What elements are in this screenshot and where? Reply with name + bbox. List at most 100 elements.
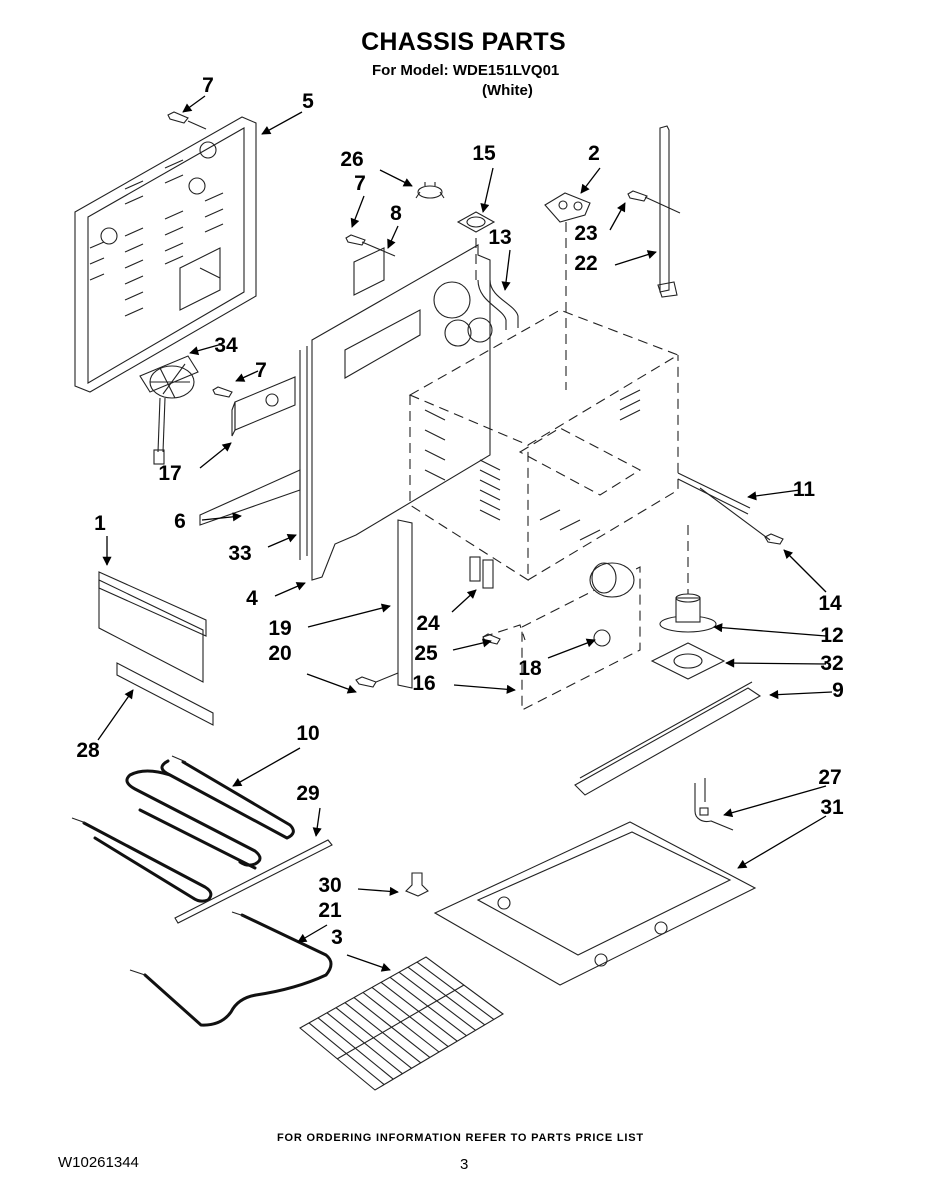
- rack-slide-drawing: [174, 839, 333, 924]
- callout-number: 28: [76, 739, 100, 762]
- fan-bracket-drawing: [231, 376, 296, 437]
- base-pan-drawing: [433, 821, 757, 986]
- page-title: CHASSIS PARTS: [361, 28, 566, 56]
- lower-panel-drawing: [98, 571, 214, 726]
- callout-number: 30: [318, 874, 341, 897]
- callout-5: 5: [261, 90, 314, 135]
- leader-arrow: [547, 638, 596, 659]
- screw-drawing: [167, 111, 207, 130]
- light-socket-drawing: [482, 562, 641, 711]
- callout-15: 15: [472, 142, 496, 213]
- leader-arrow: [580, 167, 601, 194]
- leader-arrow: [189, 343, 223, 356]
- channel-drawing: [574, 681, 762, 796]
- callout-28: 28: [76, 689, 134, 762]
- leader-arrow: [725, 658, 827, 668]
- callout-26: 26: [340, 148, 413, 187]
- callout-number: 17: [158, 462, 181, 485]
- callout-number: 4: [246, 587, 258, 610]
- leader-arrow: [614, 250, 657, 266]
- callout-23: 23: [574, 202, 626, 245]
- callout-7: 7: [235, 359, 267, 382]
- callout-number: 7: [255, 359, 267, 382]
- callout-number: 18: [518, 657, 542, 680]
- leader-arrow: [713, 623, 827, 637]
- leader-arrow: [501, 249, 511, 291]
- model-variant: (White): [482, 82, 533, 99]
- callout-10: 10: [232, 722, 320, 787]
- leader-arrow: [306, 673, 357, 694]
- callout-number: 23: [574, 222, 597, 245]
- leader-arrow: [357, 886, 399, 896]
- callout-17: 17: [158, 442, 232, 485]
- page-number: 3: [460, 1156, 469, 1173]
- leader-arrow: [480, 167, 494, 213]
- leader-arrow: [723, 785, 827, 818]
- leader-arrow: [350, 195, 365, 228]
- callout-number: 22: [574, 252, 597, 275]
- callout-32: 32: [725, 652, 844, 675]
- callout-number: 24: [416, 612, 440, 635]
- callout-number: 25: [414, 642, 438, 665]
- callout-13: 13: [488, 226, 512, 291]
- cooling-fan-drawing: [139, 355, 199, 465]
- callout-2: 2: [580, 142, 601, 194]
- leader-arrow: [312, 807, 322, 837]
- ordering-note: FOR ORDERING INFORMATION REFER TO PARTS …: [277, 1132, 644, 1144]
- document-number: W10261344: [58, 1154, 139, 1171]
- vent-flange-drawing: [650, 525, 726, 680]
- callout-number: 33: [228, 542, 251, 565]
- terminal-block-drawing: [544, 192, 591, 390]
- callout-number: 27: [818, 766, 841, 789]
- callout-number: 31: [820, 796, 844, 819]
- callout-number: 26: [340, 148, 363, 171]
- callout-16: 16: [412, 672, 516, 695]
- callout-9: 9: [769, 679, 844, 702]
- callout-number: 8: [390, 202, 402, 225]
- vent-tube-drawing: [475, 238, 519, 330]
- callout-number: 2: [588, 142, 600, 165]
- callout-number: 13: [488, 226, 511, 249]
- callout-33: 33: [228, 534, 297, 565]
- leader-arrow: [307, 603, 391, 628]
- oven-rack-drawing: [299, 956, 504, 1091]
- rack-cross-wire: [336, 984, 465, 1060]
- callout-30: 30: [318, 874, 399, 897]
- leader-arrow: [609, 202, 626, 231]
- leveling-leg-drawing: [405, 872, 429, 897]
- callout-20: 20: [268, 642, 357, 694]
- leader-arrow: [737, 815, 827, 869]
- trim-strip-drawing: [355, 519, 413, 689]
- rear-panel-drawing: [74, 116, 257, 393]
- leveling-bracket-drawing: [694, 778, 734, 831]
- leader-arrow: [387, 225, 399, 249]
- anti-tip-bracket-drawing: [627, 125, 681, 298]
- callout-7: 7: [182, 74, 214, 113]
- leader-arrow: [451, 589, 477, 613]
- callout-34: 34: [189, 334, 238, 357]
- side-panel-drawing: [199, 244, 493, 581]
- leader-arrow: [346, 954, 391, 972]
- callout-4: 4: [246, 582, 306, 610]
- callout-11: 11: [747, 478, 815, 501]
- callout-number: 15: [472, 142, 496, 165]
- broil-element-drawing: [129, 911, 333, 1027]
- callout-25: 25: [414, 638, 492, 665]
- leader-arrow: [201, 512, 242, 522]
- gasket-drawing: [456, 211, 496, 233]
- leader-arrow: [452, 638, 492, 651]
- callout-number: 10: [296, 722, 319, 745]
- callout-number: 29: [296, 782, 319, 805]
- callout-29: 29: [296, 782, 322, 837]
- callout-number: 14: [818, 592, 842, 615]
- callout-19: 19: [268, 603, 391, 640]
- callout-31: 31: [737, 796, 844, 869]
- callout-number: 7: [202, 74, 214, 97]
- leader-arrow: [453, 684, 516, 694]
- screw-drawing: [212, 386, 233, 398]
- callout-21: 21: [297, 899, 342, 943]
- leader-arrow: [267, 534, 297, 548]
- oven-cavity-drawing: [408, 309, 784, 582]
